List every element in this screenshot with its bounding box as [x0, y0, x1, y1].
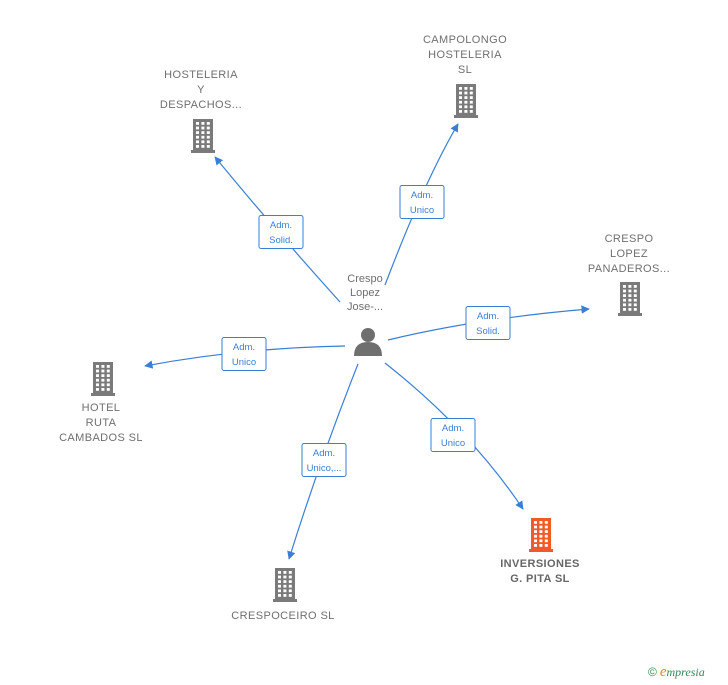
building-icon	[529, 518, 553, 552]
company-name-line: Y	[197, 84, 205, 96]
company-name-line: CRESPO	[605, 233, 654, 245]
building-icon	[91, 362, 115, 396]
edge-label-line: Adm.	[442, 423, 464, 434]
center-person-node[interactable]: CrespoLopezJose-...	[347, 273, 383, 356]
edge-label-line: Unico	[441, 438, 465, 449]
company-name-line: CAMBADOS SL	[59, 432, 143, 444]
nodes-layer: HOSTELERIA Y DESPACHOS... CAMPOLONGO HOSTELE…	[59, 34, 670, 622]
edge-label-line: Adm.	[477, 311, 499, 322]
edge-label-crespo-lopez-panaderos[interactable]: Adm. Solid.	[465, 306, 511, 340]
edge-label-box	[221, 337, 267, 371]
company-name-line: RUTA	[86, 417, 117, 429]
person-name-line: Jose-...	[347, 301, 383, 313]
company-node-campolongo-hosteleria[interactable]: CAMPOLONGO HOSTELERIA SL	[423, 34, 507, 118]
company-name-line: G. PITA SL	[510, 573, 570, 585]
person-name-line: Lopez	[350, 287, 380, 299]
edge-label-campolongo-hosteleria[interactable]: Adm. Unico	[399, 185, 445, 219]
company-name-line: INVERSIONES	[500, 558, 580, 570]
person-icon	[354, 328, 382, 356]
person-name-line: Crespo	[347, 273, 382, 285]
empresia-watermark[interactable]: ©empresia	[648, 664, 705, 681]
building-icon	[191, 119, 215, 153]
building-icon	[454, 84, 478, 118]
company-name-line: PANADEROS...	[588, 263, 670, 275]
edge-labels-layer: Adm.Solid.Adm.UnicoAdm.Solid.Adm.UnicoAd…	[221, 185, 511, 477]
building-icon	[618, 282, 642, 316]
edge-label-box	[399, 185, 445, 219]
company-name-line: HOTEL	[82, 402, 121, 414]
edge-label-inversiones-g-pita[interactable]: Adm. Unico	[430, 418, 476, 452]
company-name-line: HOSTELERIA	[164, 69, 238, 81]
edge-label-line: Adm.	[313, 448, 335, 459]
edge-label-box	[465, 306, 511, 340]
edge-label-box	[258, 215, 304, 249]
company-node-crespo-lopez-panaderos[interactable]: CRESPO LOPEZ PANADEROS...	[588, 233, 670, 316]
company-node-inversiones-g-pita[interactable]: INVERSIONES G. PITA SL	[500, 518, 580, 585]
edge-label-line: Unico,...	[307, 463, 342, 474]
company-name-line: CRESPOCEIRO SL	[231, 610, 334, 622]
company-name-line: HOSTELERIA	[428, 49, 502, 61]
edge-label-box	[430, 418, 476, 452]
empresia-logo-initial: e	[659, 664, 667, 680]
edge-label-line: Unico	[410, 205, 434, 216]
empresia-logo-text: mpresia	[666, 665, 705, 679]
edge-label-line: Adm.	[411, 190, 433, 201]
company-name-line: DESPACHOS...	[160, 99, 242, 111]
edge-label-crespoceiro[interactable]: Adm. Unico,...	[301, 443, 347, 477]
company-node-hosteleria-despachos[interactable]: HOSTELERIA Y DESPACHOS...	[160, 69, 242, 153]
edge-label-line: Unico	[232, 357, 256, 368]
company-name-line: LOPEZ	[610, 248, 648, 260]
company-name-line: SL	[458, 64, 472, 76]
edge-label-hotel-ruta-cambados[interactable]: Adm. Unico	[221, 337, 267, 371]
company-name-line: CAMPOLONGO	[423, 34, 507, 46]
edge-label-line: Solid.	[476, 326, 500, 337]
company-node-crespoceiro[interactable]: CRESPOCEIRO SL	[231, 568, 334, 622]
company-node-hotel-ruta-cambados[interactable]: HOTEL RUTA CAMBADOS SL	[59, 362, 143, 444]
copyright-symbol: ©	[648, 665, 657, 679]
edge-label-line: Solid.	[269, 235, 293, 246]
edge-label-line: Adm.	[270, 220, 292, 231]
building-icon	[273, 568, 297, 602]
edge-label-hosteleria-despachos[interactable]: Adm. Solid.	[258, 215, 304, 249]
edge-label-line: Adm.	[233, 342, 255, 353]
edge-label-box	[301, 443, 347, 477]
